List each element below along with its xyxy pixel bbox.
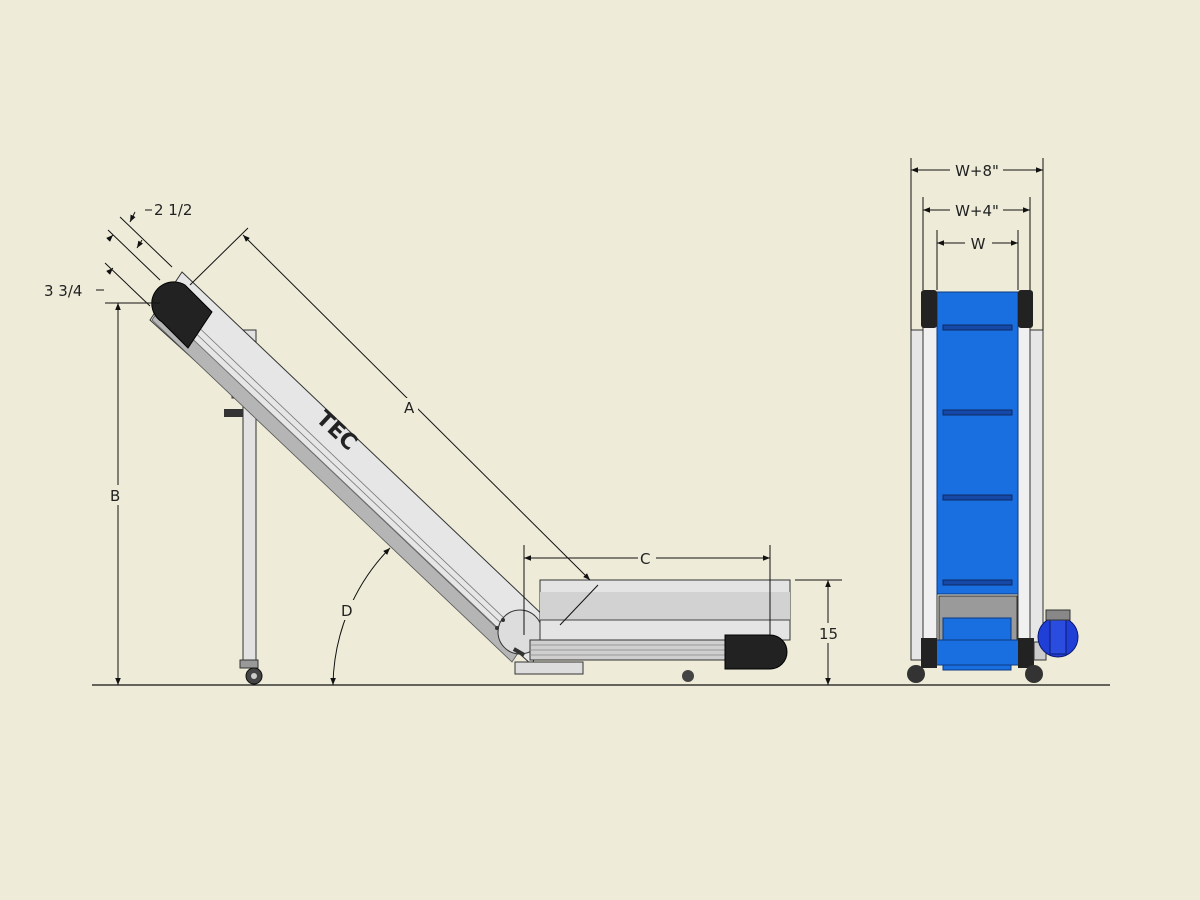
caster-hub <box>251 673 257 679</box>
bolt <box>501 618 505 622</box>
label-bg <box>340 600 356 620</box>
front-dimension-lines <box>910 158 1044 330</box>
label-bg <box>818 623 840 643</box>
caster-mount <box>239 659 259 669</box>
side-rail-right <box>1017 319 1031 646</box>
dimension-label-overall-width: W+8" <box>955 162 999 180</box>
dimension-label-d: D <box>341 602 353 620</box>
bolt <box>495 626 499 630</box>
tail-cap-logo: TEC <box>749 640 762 663</box>
dimension-label-a: A <box>404 399 415 417</box>
dimension-label-b: B <box>110 487 120 505</box>
incline-rail <box>151 307 521 663</box>
tail-end-cap <box>724 634 788 670</box>
front-view: W+8" W+4" W <box>907 158 1079 683</box>
belt-cleat <box>942 324 1013 331</box>
dimension-label-frame-width: W+4" <box>955 202 999 220</box>
motor-junction-box <box>1045 609 1071 621</box>
caster-wheel <box>682 670 694 682</box>
side-view: TEC TEC TEC <box>44 201 842 686</box>
end-cap-left <box>921 290 937 328</box>
latch <box>512 647 526 657</box>
outer-frame-right <box>1029 329 1044 661</box>
label-bg <box>638 548 656 568</box>
belt-cleat <box>942 494 1013 501</box>
adjust-knob <box>224 409 243 417</box>
dimension-label-belt-offset: 2 1/2 <box>154 201 192 219</box>
side-rail-left <box>922 319 938 646</box>
label-bg <box>109 485 125 505</box>
caster-wheel <box>907 665 925 683</box>
base-plate <box>514 661 584 675</box>
dimension-label-15: 15 <box>819 625 838 643</box>
belt-cleat <box>942 409 1013 416</box>
roller-hub-left <box>921 638 937 668</box>
hopper-panel <box>540 592 790 620</box>
end-cap-right <box>1018 290 1033 328</box>
outer-frame-left <box>910 329 924 661</box>
dimension-label-end-cap-height: 3 3/4 <box>44 282 82 300</box>
dimension-label-c: C <box>640 550 650 568</box>
drive-roller <box>924 639 1031 666</box>
belt-cleat <box>942 579 1013 586</box>
roller-hub-right <box>1018 638 1034 668</box>
top-end-cap <box>151 281 213 349</box>
belt <box>936 291 1019 595</box>
label-bg <box>402 398 418 416</box>
horizontal-ribs <box>530 644 730 656</box>
motor-gearbox <box>1049 619 1067 655</box>
dimension-label-belt-width: W <box>971 235 986 253</box>
caster-wheel <box>1025 665 1043 683</box>
